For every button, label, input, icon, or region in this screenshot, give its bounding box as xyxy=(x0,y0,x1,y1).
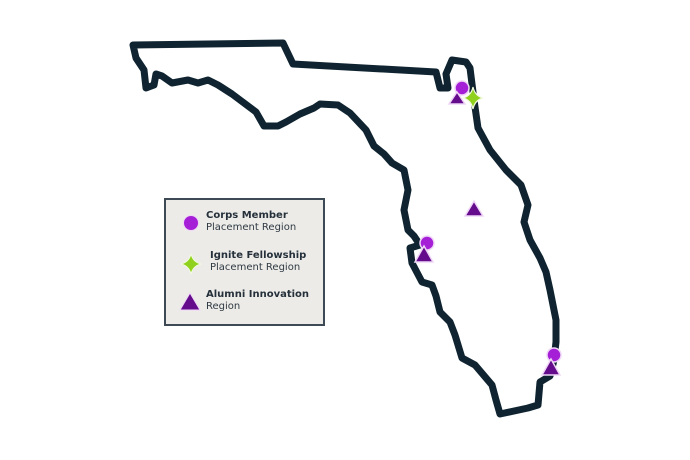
legend-subtitle: Region xyxy=(206,301,241,312)
circle-icon xyxy=(546,347,562,363)
marker-central-florida[interactable] xyxy=(463,199,485,217)
triangle-icon xyxy=(447,90,467,105)
circle-icon xyxy=(183,215,199,231)
legend-title: Alumni Innovation xyxy=(206,289,310,300)
legend-subtitle: Placement Region xyxy=(206,222,297,233)
triangle-icon xyxy=(179,292,201,311)
florida-outline xyxy=(129,39,560,418)
circle-icon xyxy=(454,80,470,96)
marker-jacksonville[interactable] xyxy=(447,80,484,110)
four-point-star-icon xyxy=(180,253,202,275)
triangle-icon xyxy=(413,244,435,263)
map-legend: Corps Member Placement Region Ignite Fel… xyxy=(164,198,325,326)
legend-subtitle: Placement Region xyxy=(210,262,301,273)
four-point-star-icon xyxy=(462,86,484,110)
legend-title: Corps Member xyxy=(206,210,288,221)
marker-miami[interactable] xyxy=(540,347,562,376)
triangle-icon xyxy=(463,199,485,217)
triangle-icon xyxy=(540,357,562,376)
marker-tampa[interactable] xyxy=(413,235,435,263)
legend-title: Ignite Fellowship xyxy=(210,250,307,261)
